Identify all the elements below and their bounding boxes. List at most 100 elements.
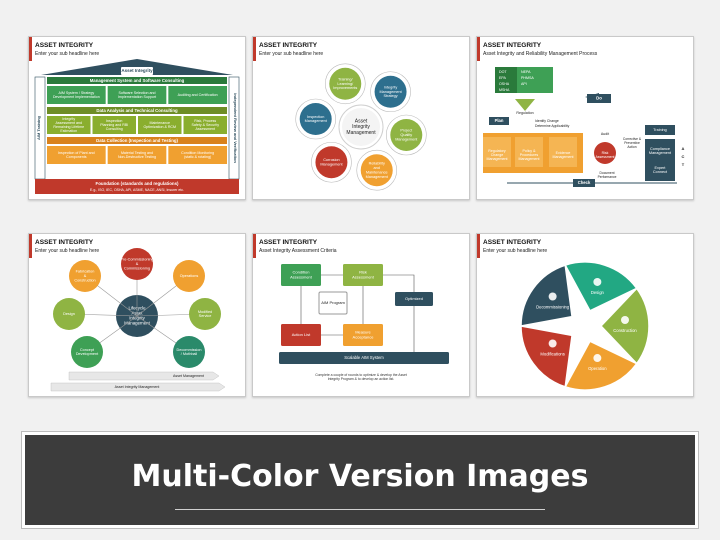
process-box [549,137,577,167]
training-label: Training [653,128,667,132]
slide-title: ASSET INTEGRITY [35,239,94,246]
node-label: Pre-Commissioning&Commissioning [120,258,153,271]
plan-label: Plan [495,118,504,123]
asset-management-arrow [68,371,220,381]
band-box [168,86,227,104]
slide-thumbnail-4[interactable]: ASSET INTEGRITY Enter your sub headline … [28,233,246,397]
optimized-box-label: Optimized [405,296,423,301]
node-ring [295,98,336,140]
right-pillar-label: Independent Review and Verification [233,93,238,163]
foundation [35,179,239,194]
aim-box-label: AIM Program [321,300,345,305]
slide-title: ASSET INTEGRITY [35,42,94,49]
regulation-label: Regulation [516,111,533,115]
regulator-item: EPA [499,76,507,80]
band-header [47,107,227,114]
segment-icon [593,277,602,286]
node-circle [69,260,101,292]
slide-thumbnail-6[interactable]: ASSET INTEGRITY Enter your sub headline … [476,233,694,397]
slide-thumbnail-1[interactable]: ASSET INTEGRITY Enter your sub headline … [28,36,246,200]
pie-segment [520,264,573,327]
title-accent [477,234,480,258]
band-box [168,146,227,164]
band-box [183,116,227,134]
asset-management-label: Asset Management [173,374,204,378]
node-circle [173,260,205,292]
band-label: Data Collection (Inspection and Testing) [96,138,178,143]
act-letter: A [682,146,685,151]
node-circle [329,67,362,100]
band-box [107,86,167,104]
slide-title: ASSET INTEGRITY [483,239,542,246]
risk-box [343,264,383,286]
node-circle [299,103,332,136]
regulator-item: NEPA [521,70,531,74]
node-ring [356,149,398,191]
node-circle [390,118,423,151]
pie-segment [564,261,638,312]
node-label: Operations [180,274,199,278]
compliance-block [645,139,675,181]
title-accent [477,37,480,61]
regulator-item: PHMSA [521,76,534,80]
pie-segment [564,340,638,391]
segment-label: Design [591,290,605,295]
action-box [281,324,321,346]
segment-icon [593,354,602,363]
title-accent [253,37,256,61]
segment-label: Operation [588,366,607,371]
node-circle [121,248,153,280]
slide-subtitle: Asset Integrity and Reliability Manageme… [483,51,598,57]
node-circle [374,75,407,108]
scalable-box [279,352,449,364]
slide-subtitle: Enter your sub headline here [35,51,100,57]
band-box [47,86,106,104]
node-ring [324,63,366,105]
roof-label-box [121,67,153,75]
segment-label: Construction [613,328,637,333]
slide-thumbnail-5[interactable]: ASSET INTEGRITY Asset Integrity Assessme… [252,233,470,397]
segment-label: Modifications [540,352,564,357]
segment-icon [621,316,629,324]
slide-subtitle: Enter your sub headline here [259,51,324,57]
node-circle [360,154,393,187]
pie-segment [520,325,573,388]
band-box-label: Auditing and Certification [178,93,218,97]
band-box [92,116,136,134]
segment-icon [548,339,557,348]
band-box-label: Condition Monitoring(static & rotating) [181,151,214,159]
node-circle [189,298,221,330]
regulator-item: MSHA [499,88,510,92]
check-box [573,179,595,187]
process-diagram: DOTEPAOSHAMSHANEPAPHMSAAPIDoRegulationPl… [483,67,685,187]
slide-thumbnail-2[interactable]: ASSET INTEGRITY Enter your sub headline … [252,36,470,200]
band-label: Data Analysis and Technical Consulting [96,108,178,113]
node-ring [370,71,411,113]
slide-thumbnail-3[interactable]: ASSET INTEGRITY Asset Integrity and Reli… [476,36,694,200]
slide-subtitle: Asset Integrity Assessment Criteria [259,248,337,254]
regulator-list [495,67,517,93]
banner-divider [175,509,545,510]
do-box [587,94,611,103]
scalable-label: Scalable AIM System [344,355,384,360]
